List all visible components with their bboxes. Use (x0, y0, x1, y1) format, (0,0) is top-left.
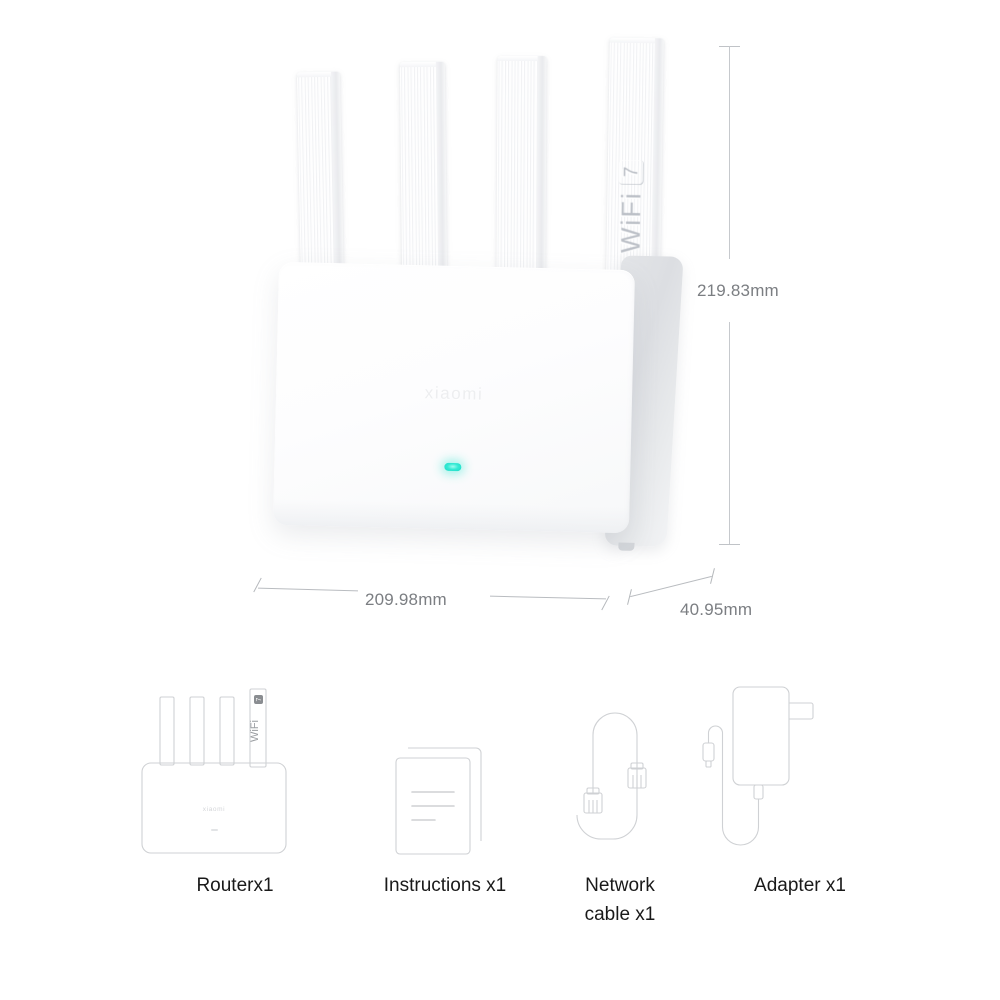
accessory-label-router: Routerx1 (196, 875, 274, 896)
router-antenna-4: WiFi 7 (606, 37, 664, 279)
height-dimension-line-lower (729, 322, 730, 544)
router-antenna-3 (496, 55, 547, 279)
accessory-item-network-cable: Network cable x1 (505, 675, 735, 965)
width-dimension-label: 209.98mm (365, 590, 447, 609)
accessory-label-adapter: Adapter x1 (754, 875, 846, 896)
wifi-generation-text: 7 (619, 166, 641, 178)
wifi-emboss-text: WiFi (613, 191, 645, 255)
accessories-list: 7 WiFi xiaomi Routerx1 (0, 675, 1000, 965)
depth-dimension-line (630, 575, 712, 598)
antenna-edge (435, 61, 448, 280)
depth-dimension-tick-right (710, 568, 715, 584)
height-dimension-label: 219.83mm (697, 281, 779, 300)
svg-text:xiaomi: xiaomi (203, 806, 225, 813)
antenna-edge (651, 38, 664, 279)
svg-text:WiFi: WiFi (249, 720, 261, 742)
router-foot (618, 542, 635, 551)
svg-text:7: 7 (256, 697, 263, 701)
router-antenna-2 (399, 61, 448, 281)
router-front-face: xiaomi (272, 261, 636, 534)
product-hero: WiFi 7 xiaomi 219.83mm 209.98mm (0, 0, 1000, 650)
antenna-edge (330, 71, 345, 287)
depth-dimension-label: 40.95mm (680, 600, 753, 619)
accessory-item-instructions: Instructions x1 (330, 675, 560, 965)
ethernet-cable-line-icon (505, 675, 735, 860)
width-dimension-line-right (490, 595, 606, 600)
status-led-indicator (444, 462, 462, 472)
wifi-generation-badge: 7 (618, 160, 643, 185)
accessory-label-network-cable: Network cable x1 (505, 871, 735, 929)
router-line-icon: 7 WiFi xiaomi (120, 675, 350, 860)
accessory-label-line-2: cable x1 (584, 904, 656, 925)
accessory-label-line-1: Network (585, 875, 655, 896)
antenna-edge (536, 56, 547, 279)
router-antenna-1 (296, 71, 345, 288)
width-dimension-line-left (258, 587, 358, 592)
documents-line-icon (330, 675, 560, 860)
height-dimension-cap-bottom (719, 544, 740, 545)
accessory-item-router: 7 WiFi xiaomi Routerx1 (120, 675, 350, 965)
wifi7-emboss-badge: WiFi 7 (608, 76, 653, 255)
xiaomi-brand-logo: xiaomi (424, 383, 484, 404)
power-adapter-line-icon (685, 675, 915, 860)
width-dimension-tick-left (253, 577, 262, 593)
accessory-item-adapter: Adapter x1 (685, 675, 915, 965)
height-dimension-line-upper (729, 46, 730, 259)
accessory-label-instructions: Instructions x1 (383, 875, 507, 896)
